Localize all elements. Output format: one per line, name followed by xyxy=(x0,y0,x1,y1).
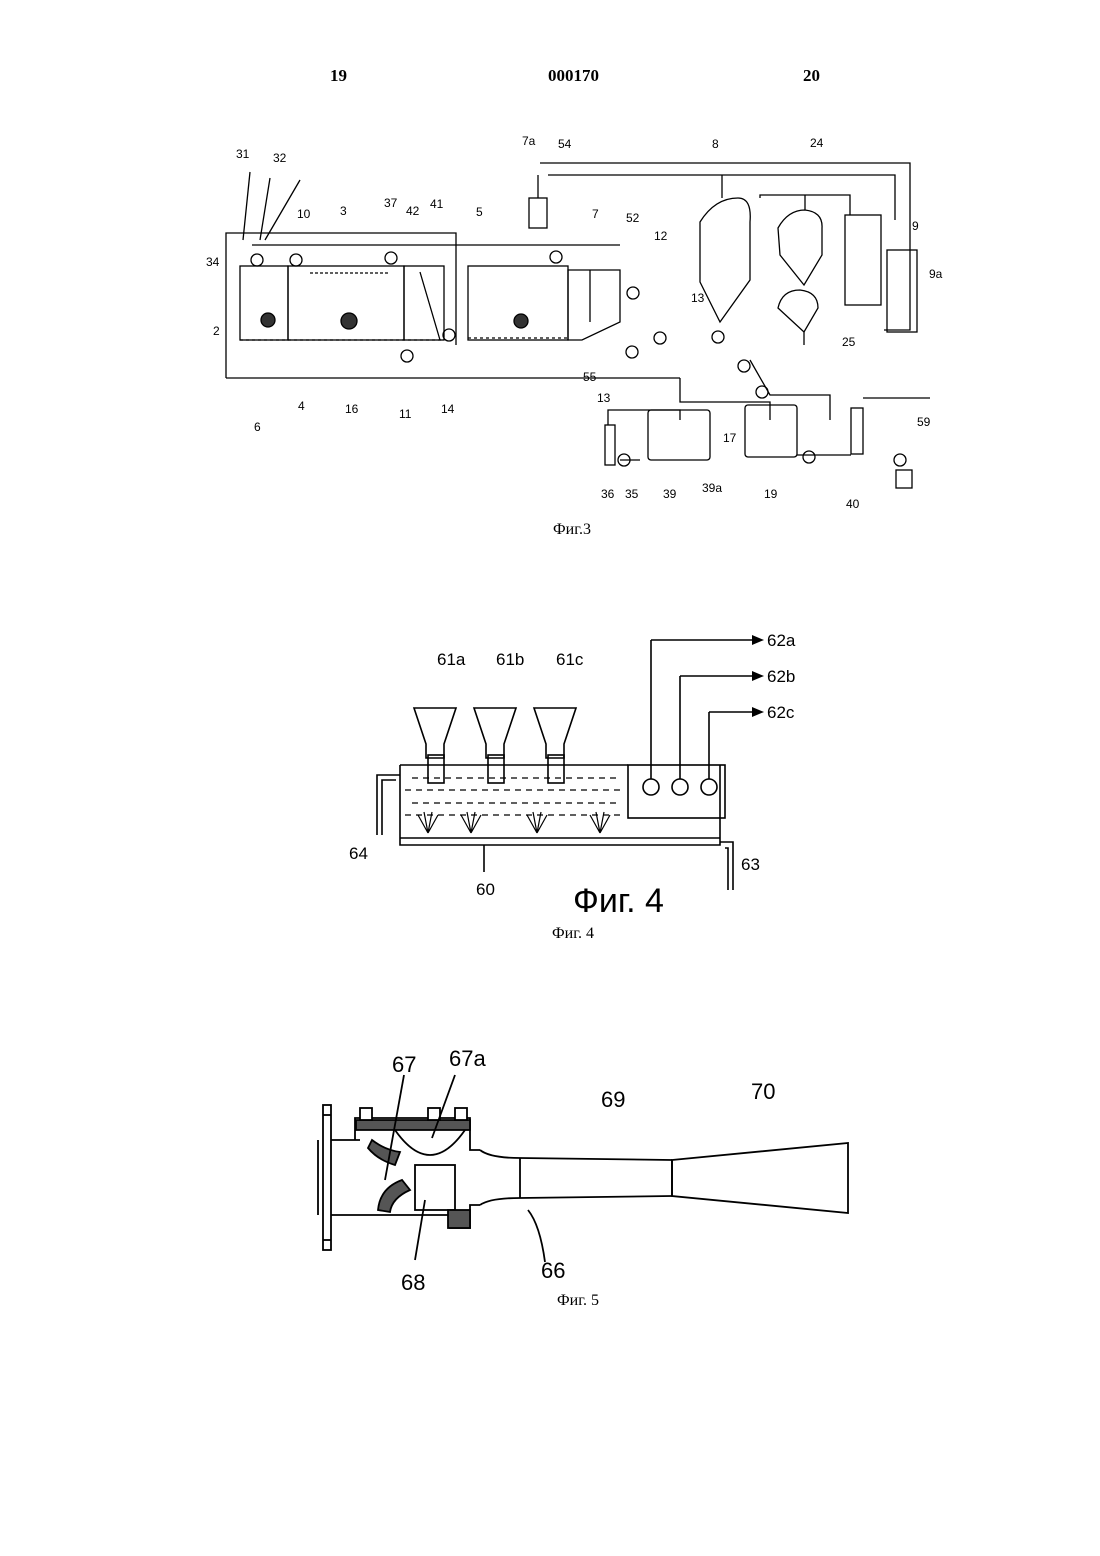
body-67 xyxy=(368,1140,400,1165)
label-70: 70 xyxy=(751,1079,775,1104)
pipe-69 xyxy=(480,1150,672,1160)
label-66: 66 xyxy=(541,1258,565,1283)
inlet-flange xyxy=(323,1105,331,1250)
figure-5-caption: Фиг. 5 xyxy=(557,1292,599,1310)
valve-67a xyxy=(395,1130,465,1155)
label-69: 69 xyxy=(601,1087,625,1112)
label-67a: 67a xyxy=(449,1046,486,1071)
figure-5-diagram: 67 67a 69 70 68 66 xyxy=(0,0,1100,1300)
diffuser-70 xyxy=(672,1143,848,1213)
label-67: 67 xyxy=(392,1052,416,1077)
label-68: 68 xyxy=(401,1270,425,1295)
